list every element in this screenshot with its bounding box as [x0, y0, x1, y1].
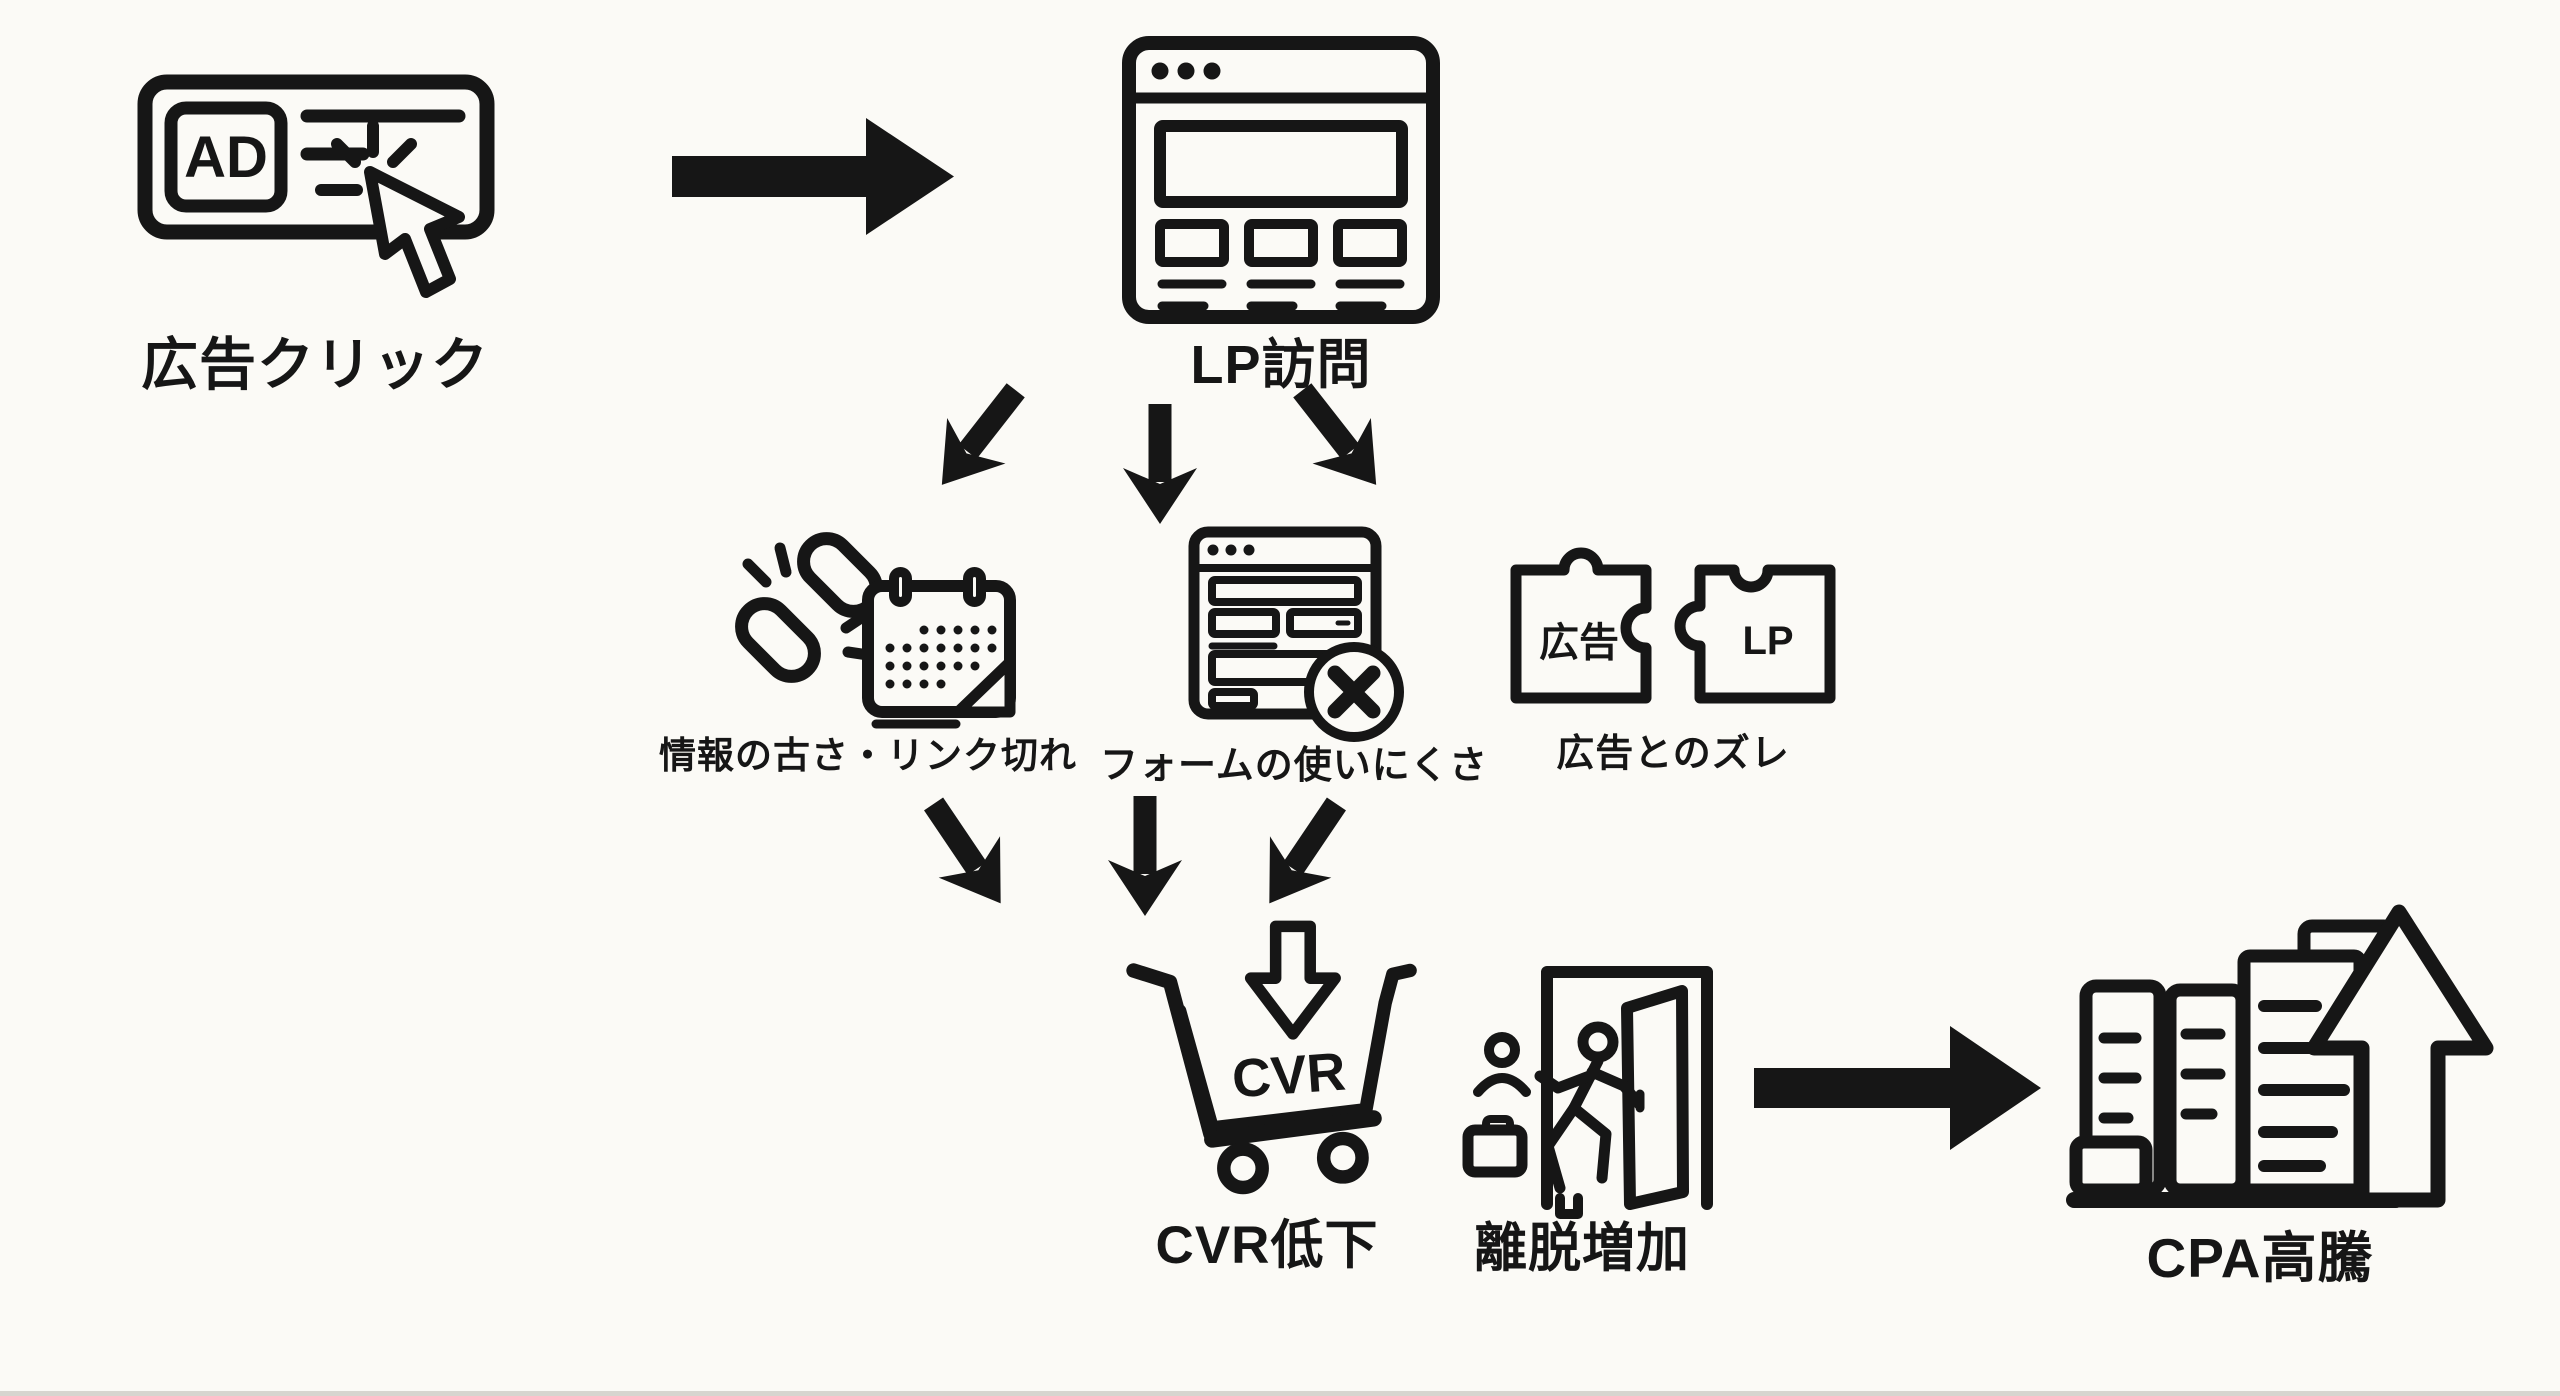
node-cvr-drop: CVR CVR低下: [1122, 905, 1417, 1275]
image-bottom-edge: [0, 1391, 2560, 1396]
node-lp-visit: LP訪問: [1120, 34, 1442, 395]
node-form-pain: フォームの使いにくさ: [1100, 524, 1487, 787]
arrow-lp-to-gap: [1263, 358, 1413, 514]
ad-banner-frame: [137, 74, 495, 240]
browser-dot: [1243, 544, 1255, 556]
briefcase-icon: [1462, 1115, 1528, 1178]
click-spark: [331, 138, 361, 168]
arrow-ad-to-lp: [668, 104, 958, 249]
form-field: [1208, 608, 1280, 638]
cart-cvr-down-icon: CVR: [1126, 920, 1417, 1195]
arrow-exit-to-cpa: [1750, 1012, 2045, 1164]
running-person-icon: [1534, 1021, 1645, 1194]
arrowhead: [1123, 468, 1197, 524]
arrow-stale-to-cvr: [893, 774, 1039, 930]
down-arrow-icon: [1244, 920, 1341, 1040]
calendar-folded-corner: [952, 656, 1016, 718]
break-spark: [774, 542, 792, 578]
exit-door-icon: [1462, 966, 1713, 1219]
node-ad-gap: 広告 LP 広告とのズレ: [1508, 534, 1838, 775]
cursor-icon: [364, 166, 465, 298]
ad-banner-click-icon: AD: [137, 74, 495, 298]
break-spark: [742, 558, 772, 588]
cvr-drop-label: CVR低下: [1155, 1216, 1379, 1275]
form-window: [1188, 526, 1382, 720]
arrow-lp-to-form: [1115, 398, 1205, 526]
calendar-ring: [963, 567, 986, 607]
ad-gap-label: 広告とのズレ: [1556, 733, 1790, 775]
calendar-dates: [885, 625, 997, 689]
arrowhead: [1108, 860, 1182, 916]
form-pain-label: フォームの使いにくさ: [1099, 745, 1489, 787]
form-field: [1286, 608, 1362, 638]
arrowhead: [1312, 417, 1377, 485]
arrowhead: [1269, 836, 1332, 904]
right-arrow-icon: [1754, 1026, 2041, 1150]
chain-link: [735, 597, 821, 683]
hero-block: [1154, 120, 1408, 208]
arrowhead: [941, 417, 1006, 485]
door-frame: [1541, 966, 1713, 1210]
browser-dot: [1203, 62, 1221, 80]
cart-wheel: [1316, 1131, 1369, 1184]
calendar-ring: [889, 567, 912, 607]
cart-handle: [1126, 963, 1218, 1141]
card-block: [1155, 219, 1229, 267]
form-button: [1208, 688, 1258, 710]
card-block: [1333, 219, 1407, 267]
door-panel: [1621, 985, 1689, 1210]
bad-form-icon: [1188, 526, 1404, 742]
ad-badge-box: [164, 101, 288, 213]
node-stale-info: 情報の古さ・リンク切れ: [659, 524, 1076, 776]
node-cpa-up: CPA高騰: [2064, 898, 2504, 1288]
exit-up-label: 離脱増加: [1474, 1219, 1690, 1278]
cost-surge-icon: [2066, 904, 2494, 1208]
puzzle-ad-text: 広告: [1539, 621, 1619, 665]
arrow-lp-to-stale: [905, 358, 1055, 514]
lp-visit-label: LP訪問: [1190, 335, 1372, 395]
puzzle-piece-ad: [1510, 547, 1652, 704]
arrow-gap-to-cvr: [1231, 774, 1377, 930]
puzzle-mismatch-icon: 広告 LP: [1510, 547, 1836, 704]
ad-badge-text: AD: [184, 125, 268, 190]
landing-page-browser-icon: [1122, 36, 1440, 324]
browser-frame: [1122, 36, 1440, 324]
browser-dot: [1177, 62, 1195, 80]
break-spark: [840, 610, 870, 634]
stale-info-label: 情報の古さ・リンク切れ: [659, 735, 1077, 776]
click-spark: [387, 138, 417, 168]
arrowhead: [938, 836, 1001, 904]
ad-click-label: 広告クリック: [141, 333, 489, 397]
right-arrow-icon: [672, 118, 954, 235]
card-block: [1244, 219, 1318, 267]
buildings-icon: [2069, 919, 2399, 1197]
cart-tray: [1204, 1110, 1382, 1148]
puzzle-piece-lp: [1674, 564, 1836, 704]
node-exit-up: 離脱増加: [1452, 958, 1713, 1278]
cart-wheel: [1217, 1142, 1269, 1195]
broken-link-calendar-icon: [735, 532, 1016, 729]
form-field: [1208, 576, 1362, 606]
node-ad-click: AD 広告クリック: [135, 72, 500, 396]
arrow-form-to-cvr: [1100, 790, 1190, 918]
waiting-person-icon: [1473, 1032, 1531, 1097]
browser-dot: [1207, 544, 1219, 556]
cart-cvr-text: CVR: [1230, 1042, 1347, 1110]
error-x-icon: [1327, 665, 1381, 719]
puzzle-lp-text: LP: [1742, 619, 1793, 663]
up-arrow-icon: [2306, 904, 2494, 1208]
browser-dot: [1225, 544, 1237, 556]
browser-dot: [1151, 62, 1169, 80]
cpa-up-label: CPA高騰: [2146, 1227, 2374, 1289]
threshold-mark: [1555, 1193, 1583, 1219]
